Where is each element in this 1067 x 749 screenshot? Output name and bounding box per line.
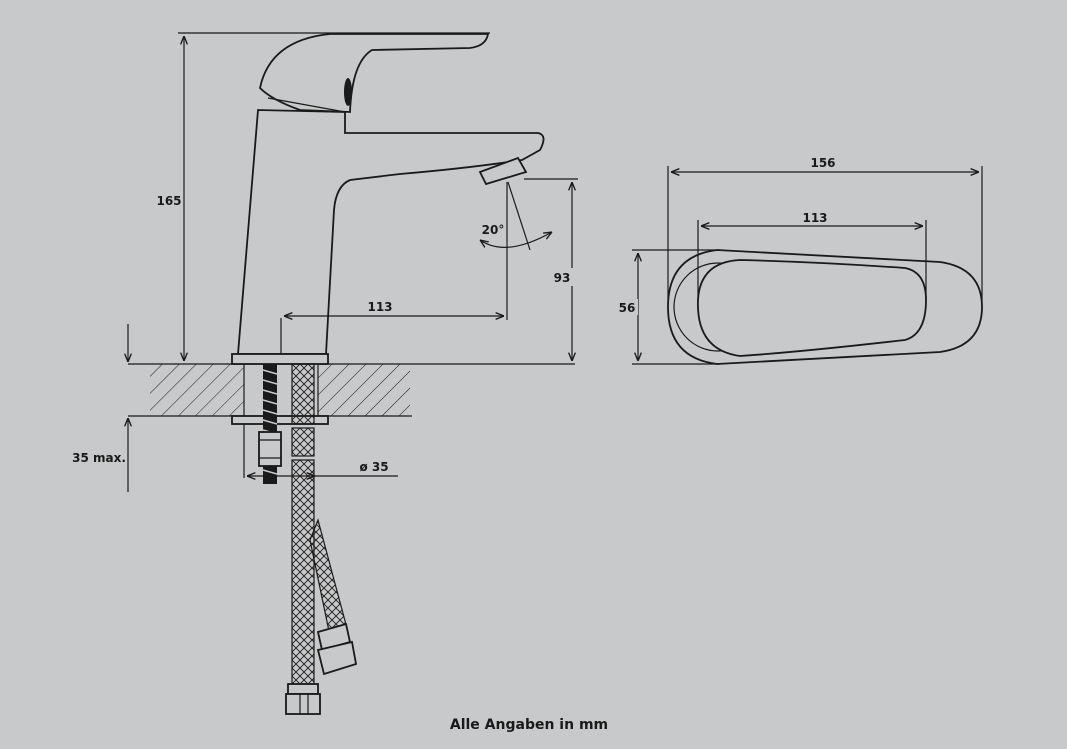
dimension-spout-height-93: 93 <box>524 178 582 361</box>
label-length-156: 156 <box>810 156 835 170</box>
label-spout-reach-113: 113 <box>367 300 392 314</box>
dimension-spout-reach-113: 113 <box>280 182 508 354</box>
faucet-body <box>231 33 545 425</box>
dimension-height-165: 165 <box>156 32 490 361</box>
supply-hoses <box>285 363 358 715</box>
dimension-length-156: 156 <box>667 156 983 300</box>
label-width-56: 56 <box>619 301 636 315</box>
top-view: 156 113 56 <box>616 156 983 365</box>
dimension-counter-thickness: 35 max. <box>72 324 128 492</box>
mounting-rod <box>258 364 282 484</box>
label-spout-height-93: 93 <box>554 271 571 285</box>
top-view-lever <box>697 259 927 357</box>
dimension-angle-20: 20° <box>480 181 552 251</box>
label-counter-thickness: 35 max. <box>72 451 126 465</box>
dimension-width-56: 56 <box>616 249 720 365</box>
label-angle-20: 20° <box>482 223 505 237</box>
label-height-165: 165 <box>156 194 181 208</box>
side-view: 165 93 113 20° 35 max. <box>72 32 582 715</box>
countertop <box>128 363 575 478</box>
dimension-lever-113: 113 <box>697 211 927 300</box>
dimension-hole-diameter: ø 35 <box>247 460 398 476</box>
label-hole-diameter: ø 35 <box>359 460 388 474</box>
label-lever-113: 113 <box>802 211 827 225</box>
caption: Alle Angaben in mm <box>450 717 608 733</box>
